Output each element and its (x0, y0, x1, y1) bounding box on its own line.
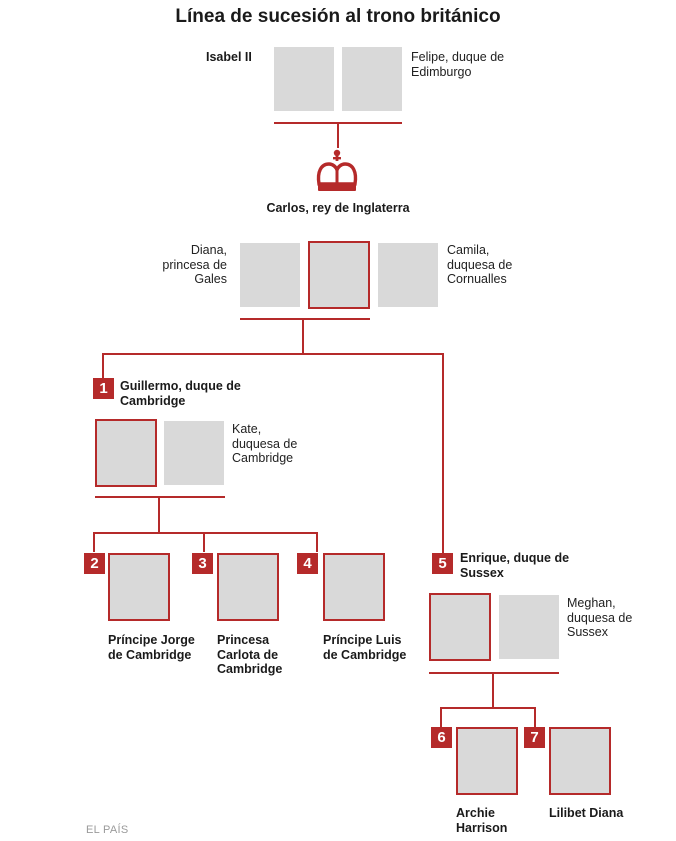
couple-line-isabel-felipe (274, 122, 402, 124)
succession-number-carlota: 3 (192, 553, 213, 574)
label-luis: Príncipe Luis de Cambridge (323, 633, 407, 662)
label-jorge: Príncipe Jorge de Cambridge (108, 633, 195, 662)
photo-kate (164, 421, 224, 485)
crown-icon (315, 148, 359, 196)
connector-line (203, 532, 205, 552)
label-diana: Diana, princesa de Gales (162, 243, 227, 286)
succession-number-luis: 4 (297, 553, 318, 574)
connector-line (158, 498, 160, 533)
succession-number-guillermo: 1 (93, 378, 114, 399)
label-carlos: Carlos, rey de Inglaterra (266, 201, 410, 215)
label-carlota: Princesa Carlota de Cambridge (217, 633, 283, 676)
label-guillermo: Guillermo, duque de Cambridge (120, 379, 241, 408)
photo-guillermo (95, 419, 157, 487)
label-enrique: Enrique, duque de Sussex (460, 551, 570, 580)
photo-isabel (274, 47, 334, 111)
label-felipe: Felipe, duque de Edimburgo (411, 50, 505, 79)
label-isabel: Isabel II (206, 50, 252, 64)
label-archie: Archie Harrison (456, 806, 508, 835)
connector-line (316, 532, 318, 552)
connector-line (534, 707, 536, 727)
photo-jorge (108, 553, 170, 621)
connector-line (337, 124, 339, 148)
photo-camila (378, 243, 438, 307)
couple-line-carlos (240, 318, 370, 320)
connector-line (440, 707, 442, 727)
photo-archie (456, 727, 518, 795)
branch-line-cambridge-children (93, 532, 318, 534)
connector-line (492, 674, 494, 708)
connector-line (93, 532, 95, 552)
label-camila: Camila, duquesa de Cornualles (447, 243, 513, 286)
connector-line (442, 353, 444, 553)
photo-felipe (342, 47, 402, 111)
succession-number-jorge: 2 (84, 553, 105, 574)
label-lilibet: Lilibet Diana (549, 806, 624, 820)
couple-line-enrique (429, 672, 559, 674)
photo-meghan (499, 595, 559, 659)
branch-line-sussex-children (440, 707, 536, 709)
succession-number-archie: 6 (431, 727, 452, 748)
source-logo: EL PAÍS (86, 824, 129, 836)
connector-line (302, 320, 304, 354)
branch-line-children (102, 353, 444, 355)
succession-number-enrique: 5 (432, 553, 453, 574)
connector-line (102, 353, 104, 378)
photo-carlota (217, 553, 279, 621)
couple-line-guillermo (95, 496, 225, 498)
photo-lilibet (549, 727, 611, 795)
photo-carlos (308, 241, 370, 309)
photo-luis (323, 553, 385, 621)
label-kate: Kate, duquesa de Cambridge (232, 422, 298, 465)
succession-number-lilibet: 7 (524, 727, 545, 748)
diagram-title: Línea de sucesión al trono británico (175, 6, 501, 27)
photo-diana (240, 243, 300, 307)
label-meghan: Meghan, duquesa de Sussex (567, 596, 633, 639)
photo-enrique (429, 593, 491, 661)
